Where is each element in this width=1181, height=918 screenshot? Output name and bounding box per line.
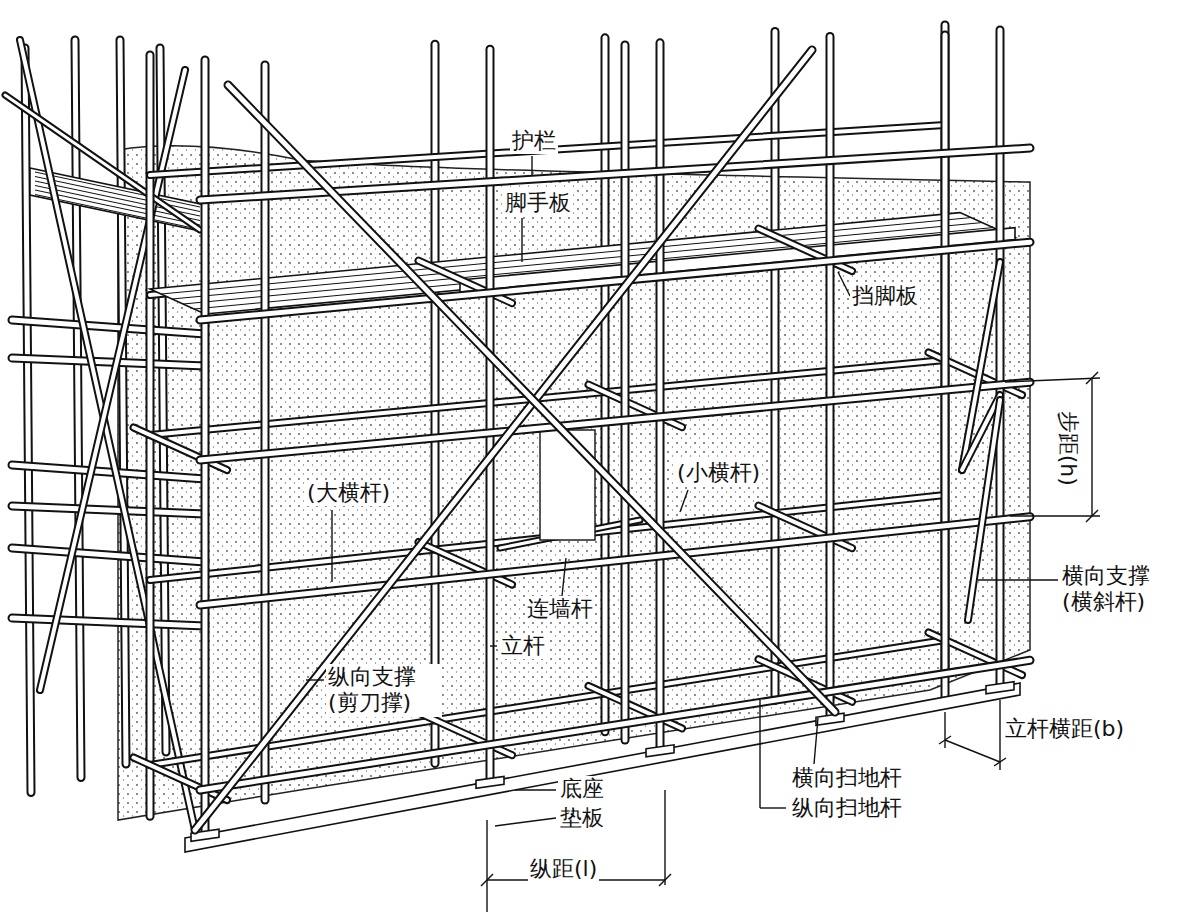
pipe-outline [120,40,126,764]
pipe-fill [40,70,185,690]
pipe-fill [12,548,205,562]
part-label: 连墙杆 [525,596,595,622]
pipe-outline [968,400,1000,620]
pipe-outline [621,45,630,740]
pipe-outline [12,618,205,626]
part-label: 立杆 [499,633,547,659]
leader-lines [306,156,1058,826]
base-plank [185,683,1020,852]
pipe-fill [25,48,31,793]
pipe-fill [12,320,205,334]
pipe-fill [12,618,205,626]
part-label: 横向扫地杆 [790,765,904,791]
pipe-fill [195,50,812,830]
pipe-outline [12,320,205,334]
pipe-outline [941,35,950,700]
pipe-outline [5,95,200,230]
pipe-outline [195,50,812,830]
pipe-fill [134,428,228,471]
scaffold-board [150,213,1015,314]
pipe-fill [228,85,835,712]
pipe-outline [12,465,205,479]
pipe-fill [658,43,663,757]
pipe-outline [200,148,1030,200]
dimension-lines [481,372,1100,912]
pipe-fill [203,60,208,841]
pipe-fill [263,65,268,800]
pipe-fill [433,44,438,763]
pipe-fill [488,49,493,788]
dimension-label: 步距(h) [1055,409,1081,488]
pipe-fill [12,358,205,366]
base-seat [816,713,844,725]
pipe-fill [828,36,833,725]
pipe-outline [996,30,1005,694]
part-label: 垫板 [558,805,606,831]
pipe-outline [134,758,228,801]
pipe-fill [968,400,1000,620]
pipe-outline [656,43,665,757]
base-seat [646,745,674,757]
pipe-outline [201,60,210,841]
wall-opening [540,430,595,540]
pipe-fill [120,40,126,764]
pipe-outline [12,548,205,562]
pipe-fill [134,758,228,801]
pipe-fill [623,45,628,740]
part-label: 纵向扫地杆 [790,795,904,821]
part-label: (小横杆) [675,460,762,486]
pipe-outline [826,36,835,725]
pipe-outline [12,358,205,366]
toe-board [460,228,1015,292]
part-label: 横向支撑 (横斜杆) [1060,563,1176,616]
part-label: 挡脚板 [850,283,920,309]
base-seat [476,776,504,788]
pipe-outline [40,70,185,690]
part-label: 立杆横距(b) [1003,716,1126,742]
base-seat [986,682,1014,694]
pipe-fill [998,30,1003,694]
pipe-outline [486,49,495,788]
pipe-fill [12,506,205,514]
pipe-fill [603,38,608,732]
part-label: 纵距(l) [528,856,599,882]
pipe-outline [228,85,835,712]
pipe-outline [200,517,1030,605]
pipe-outline [25,48,31,793]
part-label: 护栏 [510,128,558,154]
pipe-fill [200,382,1030,460]
pipe-outline [261,65,270,800]
pipe-outline [12,506,205,514]
pipe-outline [200,382,1030,460]
pipe-fill [200,242,1030,320]
pipe-outline [134,428,228,471]
pipe-fill [943,35,948,700]
pipe-fill [200,517,1030,605]
part-label: 纵向支撑 (剪刀撑) [326,664,442,717]
pipe-fill [200,148,1030,200]
pipe-fill [5,95,200,230]
pipe-fill [12,465,205,479]
part-label: (大横杆) [305,480,392,506]
pipe-outline [601,38,610,732]
part-label: 脚手板 [503,190,573,216]
pipe-outline [200,242,1030,320]
part-label: 底座 [558,776,606,802]
